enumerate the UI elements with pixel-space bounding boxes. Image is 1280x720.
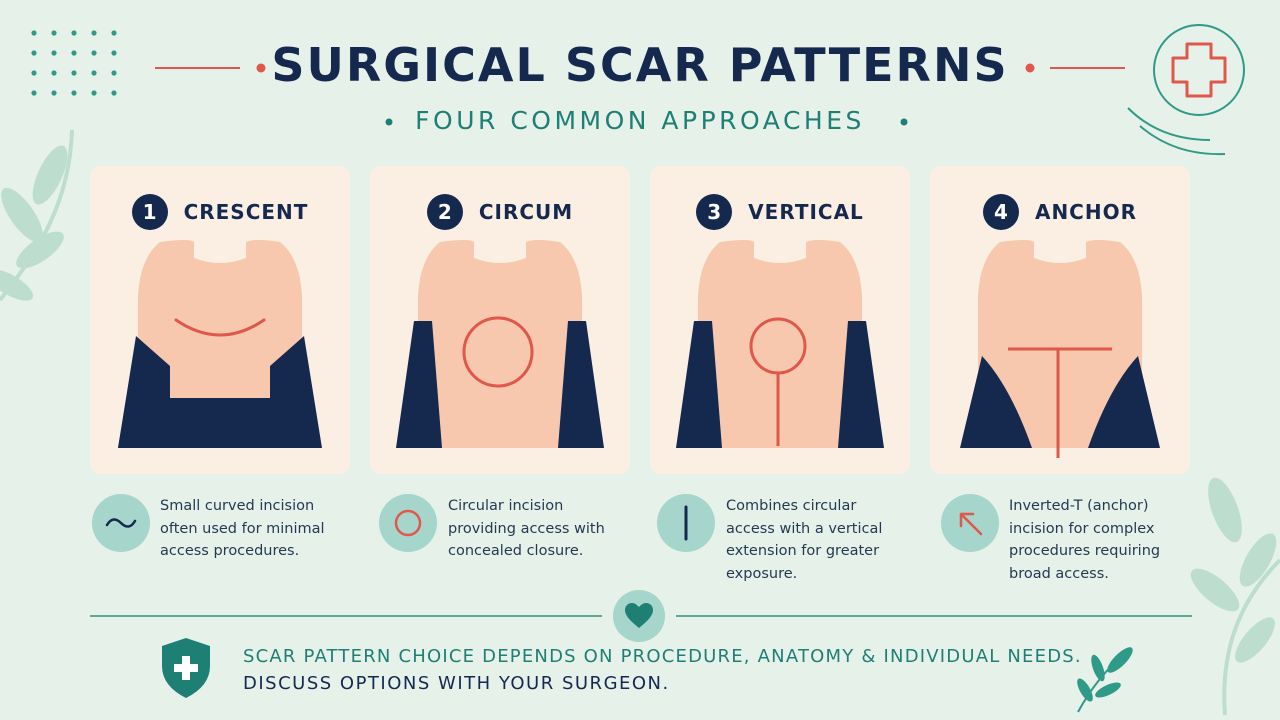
footer-divider-right — [676, 615, 1192, 617]
description-anchor: Inverted-T (anchor) incision for complex… — [1009, 498, 1161, 582]
torso-illustration — [676, 240, 884, 448]
incision-crescent — [174, 318, 266, 337]
page-subtitle: FOUR COMMON APPROACHES — [415, 106, 865, 135]
circle-icon — [379, 494, 437, 552]
card-crescent: 1 CRESCENT — [90, 166, 350, 474]
card-label: CIRCUM — [478, 200, 574, 224]
torso-illustration — [960, 240, 1160, 458]
step-number: 3 — [696, 194, 733, 230]
medical-cross-icon — [1127, 24, 1245, 156]
page-title: SURGICAL SCAR PATTERNS — [271, 38, 1009, 92]
card-label: ANCHOR — [1034, 200, 1138, 224]
dot-grid-icon — [31, 30, 117, 96]
torso-illustration — [118, 240, 322, 448]
footer-divider-left — [90, 615, 602, 617]
step-number: 4 — [982, 194, 1019, 230]
heart-icon — [613, 590, 665, 642]
card-label: CRESCENT — [183, 200, 309, 224]
footer-advice: DISCUSS OPTIONS WITH YOUR SURGEON. — [243, 673, 670, 694]
shield-cross-icon — [162, 638, 210, 698]
footer-note: SCAR PATTERN CHOICE DEPENDS ON PROCEDURE… — [243, 646, 1082, 667]
torso-illustration — [396, 240, 604, 448]
card-vertical: 3 VERTICAL — [650, 166, 910, 474]
card-anchor: 4 ANCHOR — [930, 166, 1190, 474]
incision-circle — [462, 316, 534, 388]
step-number: 2 — [426, 194, 463, 230]
description-circum: Circular incision providing access with … — [448, 498, 605, 559]
description-crescent: Small curved incision often used for min… — [160, 498, 325, 559]
vertical-line-icon — [657, 494, 715, 552]
card-label: VERTICAL — [748, 200, 864, 224]
description-vertical: Combines circular access with a vertical… — [726, 498, 883, 582]
step-number: 1 — [131, 194, 168, 230]
card-circum: 2 CIRCUM — [370, 166, 630, 474]
leaf-icon — [0, 129, 74, 302]
diagonal-arrow-icon — [941, 494, 999, 552]
tilde-icon — [92, 494, 150, 552]
